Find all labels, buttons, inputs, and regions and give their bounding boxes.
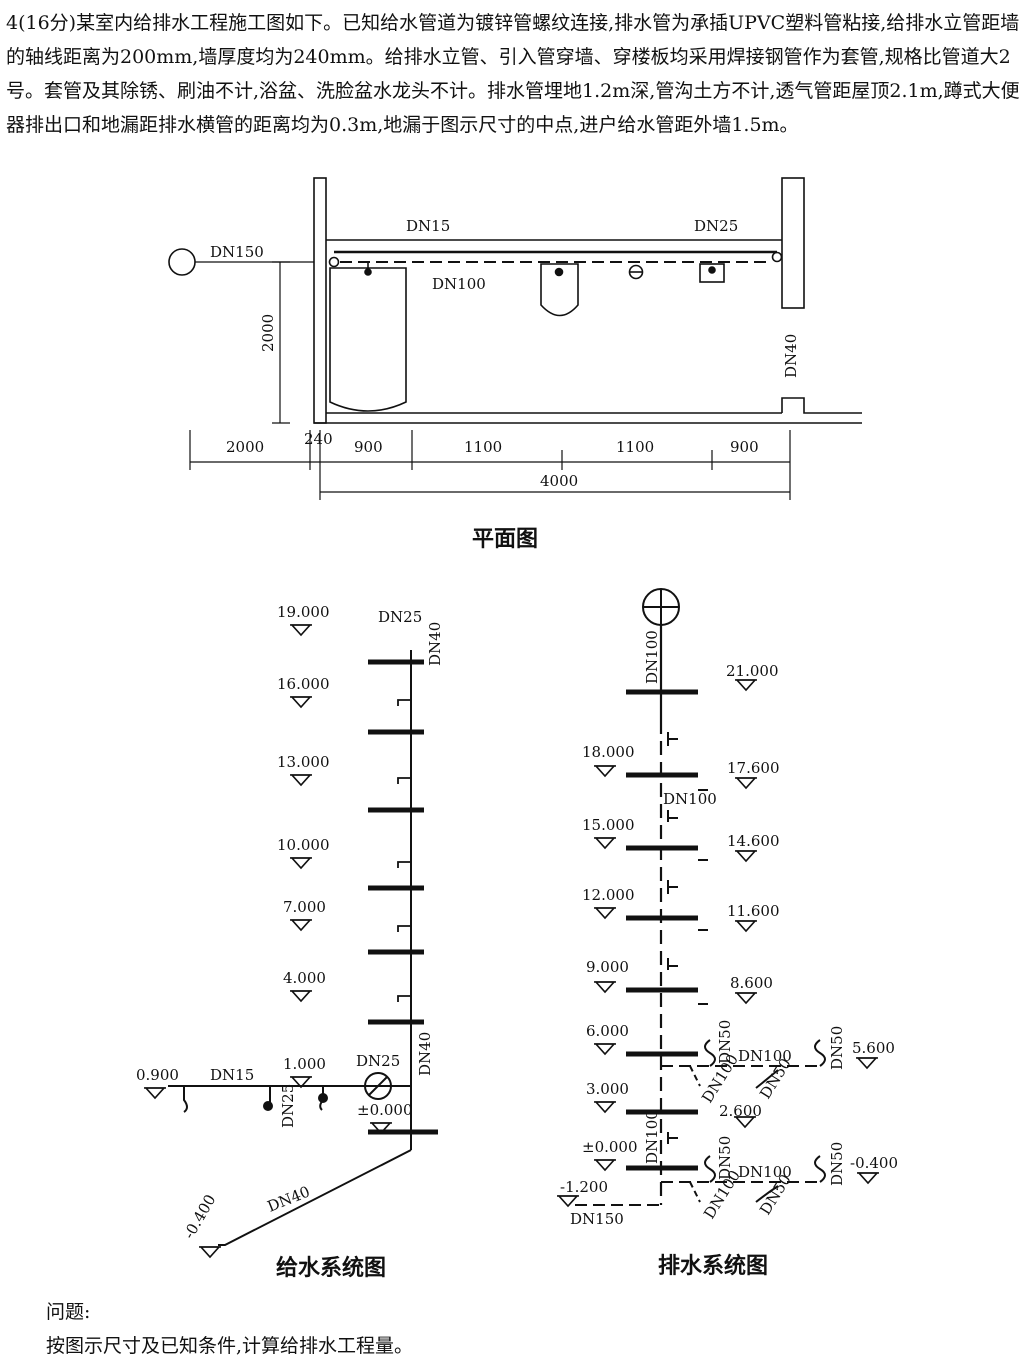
dim-240: 240 — [304, 430, 333, 448]
supply-elev-19: 19.000 — [277, 603, 330, 621]
dim-vertical: 2000 — [259, 314, 277, 352]
drain-upper-dn100: DN100 — [738, 1047, 792, 1065]
drain-lower-dn50a: DN50 — [716, 1136, 734, 1180]
dim-2000: 2000 — [226, 438, 264, 456]
supply-elev-4: 4.000 — [283, 969, 326, 987]
problem-statement: 4(16分)某室内给排水工程施工图如下。已知给水管道为镀锌管螺纹连接,排水管为承… — [6, 12, 1020, 136]
supply-inlet-elev: -0.400 — [180, 1191, 220, 1242]
drain-lower-elev: -0.400 — [850, 1154, 898, 1172]
drain-elev-11600: 11.600 — [727, 902, 780, 920]
plan-title: 平面图 — [472, 526, 538, 552]
plan-dn100-label: DN100 — [432, 275, 486, 293]
question-block: 问题: 按图示尺寸及已知条件,计算给排水工程量。 — [46, 1295, 413, 1363]
dim-1100b: 1100 — [616, 438, 654, 456]
supply-system — [168, 650, 438, 1246]
plan-dn25-label: DN25 — [694, 217, 738, 235]
drain-upper-elev: 5.600 — [852, 1039, 895, 1057]
supply-elev-16: 16.000 — [277, 675, 330, 693]
faucet-left — [183, 1086, 188, 1113]
dim-900b: 900 — [730, 438, 759, 456]
plan-labels: DN15 DN25 DN150 DN100 DN40 — [210, 217, 800, 378]
drain-elev-0: ±0.000 — [582, 1138, 638, 1156]
left-wall — [313, 177, 327, 424]
drain-lower-dn50b: DN50 — [828, 1142, 846, 1186]
drain-mid-dn100: DN100 — [663, 790, 717, 808]
plan-dn150-label: DN150 — [210, 243, 264, 261]
right-wall — [781, 177, 805, 309]
drain-elev-3: 3.000 — [586, 1080, 629, 1098]
bathtub-fixture — [329, 267, 407, 412]
drain-elev-6: 6.000 — [586, 1022, 629, 1040]
supply-title: 给水系统图 — [276, 1255, 386, 1281]
drain-riser-plan — [328, 256, 340, 268]
drain-lower-dn100: DN100 — [738, 1163, 792, 1181]
drain-title: 排水系统图 — [658, 1253, 768, 1279]
dim-4000: 4000 — [540, 472, 578, 490]
plan-dn15-label: DN15 — [406, 217, 450, 235]
floor-drain-fixture — [628, 264, 644, 280]
supply-left-elev: 0.900 — [136, 1066, 179, 1084]
supply-ground-elev: ±0.000 — [357, 1101, 413, 1119]
supply-elev-7: 7.000 — [283, 898, 326, 916]
drain-lower-dn100: DN100 — [643, 1110, 661, 1164]
plan-dn40-label: DN40 — [782, 334, 800, 378]
floor-plan — [168, 177, 862, 424]
supply-elev-10: 10.000 — [277, 836, 330, 854]
drain-elev-18: 18.000 — [582, 743, 635, 761]
supply-elev-13: 13.000 — [277, 753, 330, 771]
plan-dimension-text: 2000 2000 240 900 1100 1100 900 4000 平面图 — [226, 314, 759, 552]
drain-elev-15: 15.000 — [582, 816, 635, 834]
drain-upper-dn50a: DN50 — [716, 1020, 734, 1064]
drain-vent-dn100: DN100 — [643, 630, 661, 684]
drain-elev-14600: 14.600 — [727, 832, 780, 850]
drain-labels: DN100 DN100 DN100 18.000 15.000 12.000 9… — [560, 630, 898, 1279]
supply-top-dn25: DN25 — [378, 608, 422, 626]
supply-riser-dn40-bottom: DN40 — [416, 1032, 434, 1076]
supply-dn15-label: DN15 — [210, 1066, 254, 1084]
drain-elev-2600: 2.600 — [719, 1102, 762, 1120]
outdoor-well — [168, 248, 196, 276]
drain-elev-neg1200: -1.200 — [560, 1178, 608, 1196]
supply-riser-dn40-top: DN40 — [426, 622, 444, 666]
washbasin-fixture — [699, 263, 725, 283]
squat-toilet-fixture — [540, 263, 579, 317]
drain-system — [575, 588, 826, 1206]
dim-900a: 900 — [354, 438, 383, 456]
door-step — [781, 397, 862, 414]
supply-meter-dn25: DN25 — [356, 1052, 400, 1070]
drain-elev-21: 21.000 — [726, 662, 779, 680]
supply-inlet-dn40: DN40 — [265, 1182, 313, 1215]
drain-elev-9: 9.000 — [586, 958, 629, 976]
drain-elev-12: 12.000 — [582, 886, 635, 904]
valve-dot-1 — [263, 1101, 273, 1111]
supply-riser-plan — [771, 251, 783, 263]
plan-dimensions — [189, 261, 791, 500]
water-meter — [364, 1072, 392, 1100]
drain-elev-17600: 17.600 — [727, 759, 780, 777]
supply-branch-elev: 1.000 — [283, 1055, 326, 1073]
drain-outlet-dn150: DN150 — [570, 1210, 624, 1228]
dim-1100a: 1100 — [464, 438, 502, 456]
supply-elevation-markers — [143, 624, 393, 1258]
drain-upper-dn50b: DN50 — [828, 1026, 846, 1070]
drain-elev-8600: 8.600 — [730, 974, 773, 992]
question-text: 按图示尺寸及已知条件,计算给排水工程量。 — [46, 1335, 414, 1357]
supply-inlet-dn40 — [218, 1149, 412, 1246]
question-label: 问题: — [46, 1301, 91, 1323]
supply-vertical-dn25: DN25 — [279, 1084, 297, 1128]
